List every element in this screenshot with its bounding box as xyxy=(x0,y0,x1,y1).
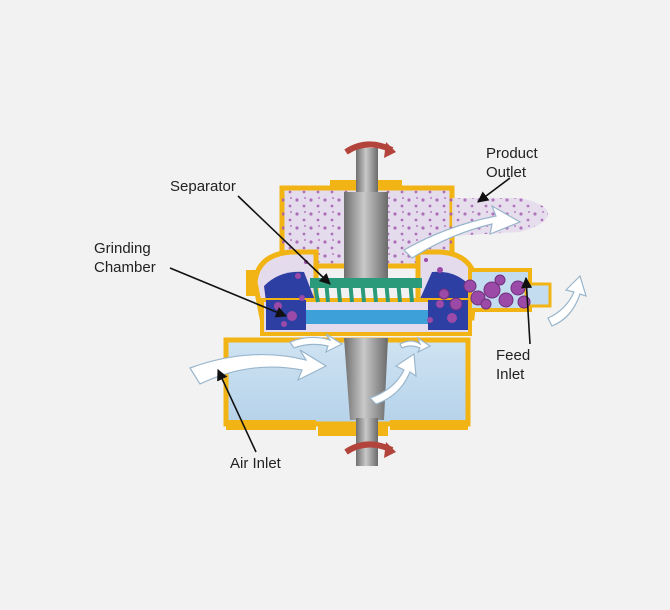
separator-label: Separator xyxy=(170,178,236,195)
rotation-arrow-bottom xyxy=(344,441,396,458)
feed-inlet-label-line2: Inlet xyxy=(496,366,525,383)
product-outlet-label-line1: Product xyxy=(486,145,539,162)
separator-wheel xyxy=(310,278,422,303)
feed-inlet-label-line1: Feed xyxy=(496,347,530,364)
air-inlet-leader xyxy=(217,368,257,453)
air-inlet-label: Air Inlet xyxy=(230,455,282,472)
feed-inlet-duct xyxy=(438,268,552,312)
leader-lines xyxy=(169,177,533,453)
product-outlet-label-line2: Outlet xyxy=(486,164,527,181)
grinding-chamber-leader xyxy=(169,267,288,318)
feed-inlet-leader xyxy=(521,276,533,345)
separator-leader xyxy=(237,195,331,285)
grinding-chamber-label-line1: Grinding xyxy=(94,240,151,257)
rotation-arrow-top xyxy=(344,141,396,158)
grinding-chamber-label-line2: Chamber xyxy=(94,259,156,276)
product-outlet-leader xyxy=(477,177,511,203)
upper-shaft xyxy=(344,148,388,278)
air-flow-arrows xyxy=(189,204,587,405)
